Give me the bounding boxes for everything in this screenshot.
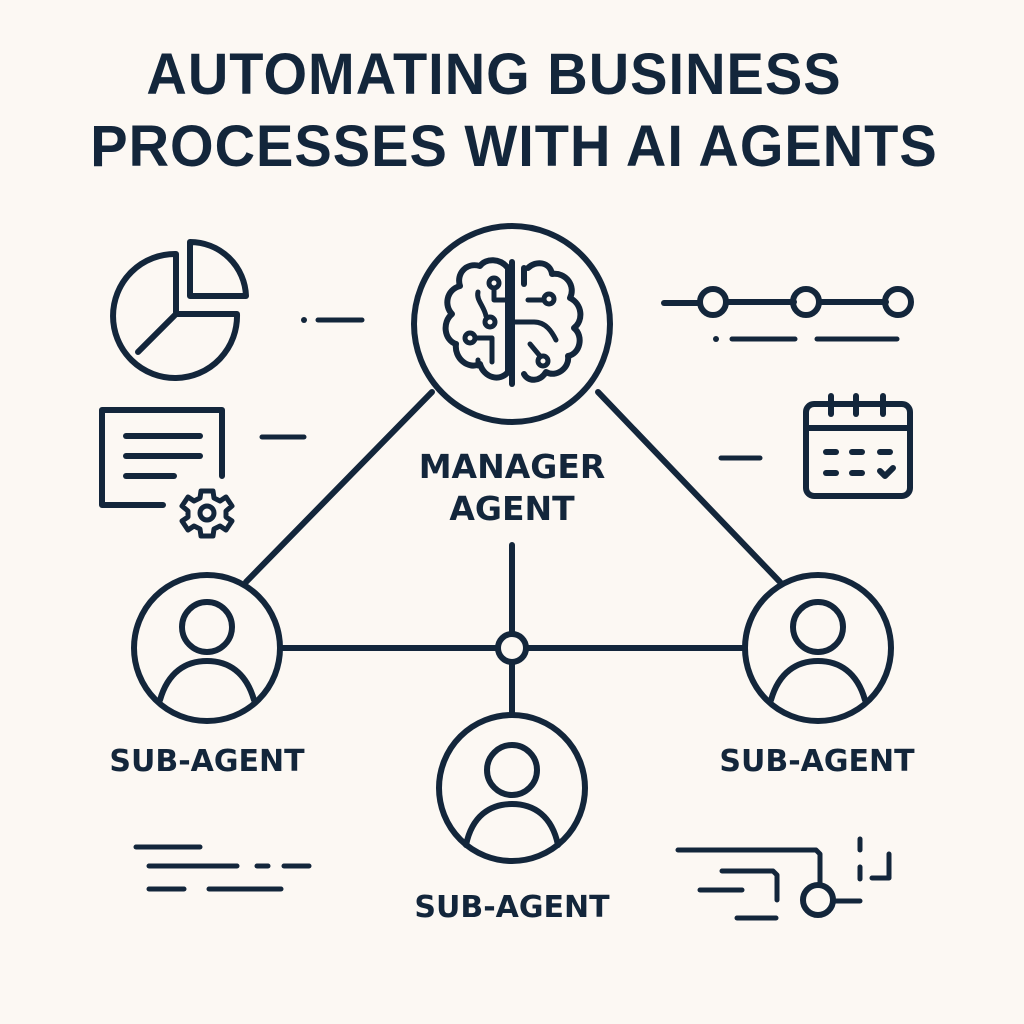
timeline-icon xyxy=(661,286,914,342)
manager-node[interactable] xyxy=(411,223,613,425)
sub-agent-right-circle xyxy=(742,572,894,724)
sub-agent-right-label: SUB-AGENT xyxy=(719,744,915,779)
calendar-check-icon xyxy=(718,393,913,499)
sub-agent-bottom-label: SUB-AGENT xyxy=(414,890,610,925)
document-gear-icon xyxy=(99,407,235,539)
manager-agent-label: MANAGER AGENT xyxy=(400,446,624,530)
sub-agent-left-node[interactable] xyxy=(131,572,283,724)
brain-circuit-icon xyxy=(442,257,584,387)
sub-agent-bottom-node[interactable] xyxy=(436,712,588,864)
user-icon xyxy=(463,742,561,848)
manager-circle xyxy=(411,223,613,425)
workflow-icon xyxy=(675,836,892,921)
sub-agent-right-node[interactable] xyxy=(742,572,894,724)
pie-chart-icon xyxy=(110,239,249,381)
hub-node xyxy=(495,631,529,665)
sub-agent-bottom-circle xyxy=(436,712,588,864)
connector-manager-left xyxy=(243,389,435,585)
title-line-2: PROCESSES WITH AI AGENTS xyxy=(90,112,938,179)
connectors xyxy=(243,389,783,718)
user-icon xyxy=(768,599,868,703)
connector-manager-right xyxy=(595,389,783,585)
manager-label-line-2: AGENT xyxy=(449,489,575,528)
gear-icon xyxy=(179,488,235,539)
title-line-1: AUTOMATING BUSINESS xyxy=(146,40,842,107)
dash-decoration xyxy=(301,317,365,323)
manager-label-line-1: MANAGER xyxy=(418,447,606,486)
user-icon xyxy=(157,599,257,703)
sub-agent-left-circle xyxy=(131,572,283,724)
text-lines-icon xyxy=(133,844,312,892)
sub-agent-left-label: SUB-AGENT xyxy=(109,744,305,779)
